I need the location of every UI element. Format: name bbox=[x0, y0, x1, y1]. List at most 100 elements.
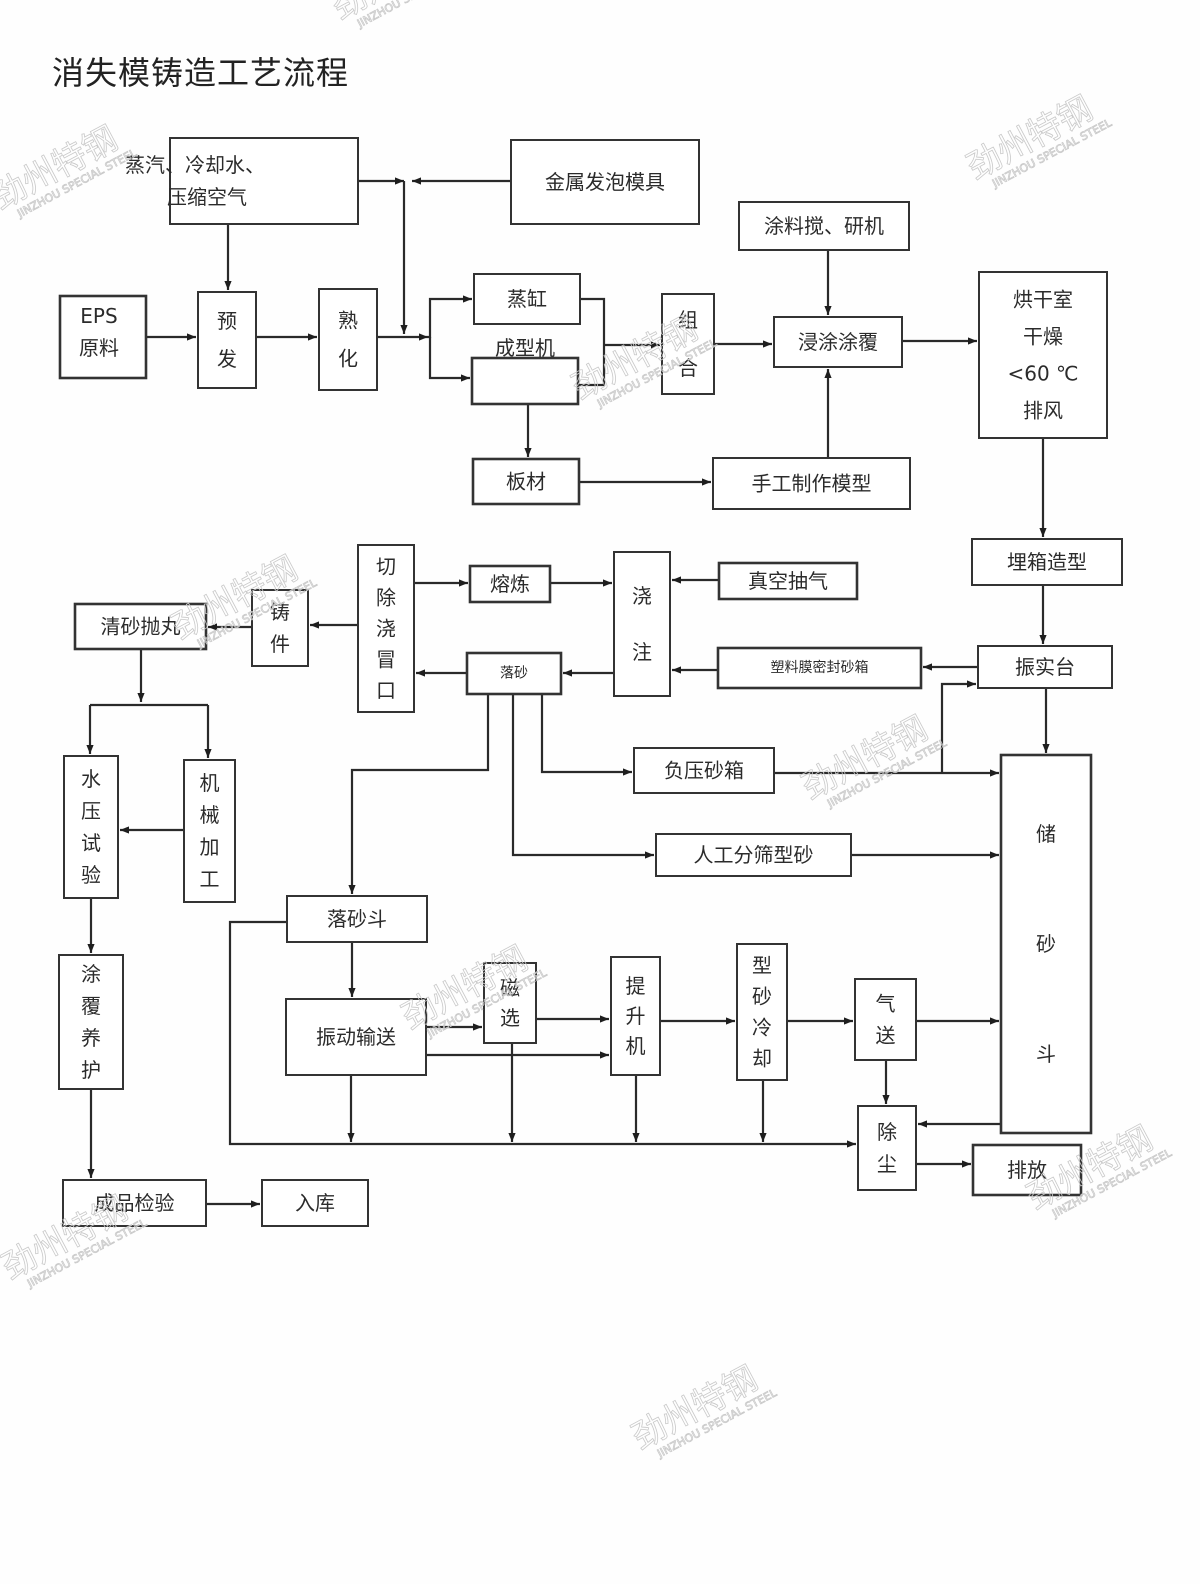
node-label: 组 bbox=[678, 308, 698, 332]
node-label: 气 bbox=[876, 992, 896, 1016]
node-label: 机 bbox=[200, 771, 220, 795]
node-box bbox=[63, 755, 119, 899]
node-shot-blast: 清砂抛丸 bbox=[73, 602, 208, 651]
node-label: 压缩空气 bbox=[167, 185, 247, 209]
node-label: 金属发泡模具 bbox=[545, 170, 665, 194]
node-label: 铸 bbox=[270, 600, 290, 624]
node-box bbox=[483, 962, 537, 1044]
node-label: 蒸汽、冷却水、 bbox=[125, 153, 265, 177]
node-sand-hopper: 落砂斗 bbox=[286, 895, 428, 943]
node-casting: 铸件 bbox=[251, 589, 309, 667]
node-label: 化 bbox=[338, 347, 358, 371]
node-box bbox=[717, 561, 859, 601]
node-box-molding: 埋箱造型 bbox=[971, 538, 1123, 586]
node-label: <60 ℃ bbox=[1007, 362, 1078, 386]
node-label: 械 bbox=[200, 803, 220, 827]
node-label: 冷 bbox=[752, 1016, 772, 1040]
node-box bbox=[716, 646, 923, 690]
node-label: 压 bbox=[81, 799, 101, 823]
edge-shakeout-to-hopper bbox=[348, 694, 490, 894]
node-label: 落砂 bbox=[500, 666, 528, 682]
node-label: 水 bbox=[81, 767, 101, 791]
node-label: 送 bbox=[876, 1024, 896, 1048]
node-box bbox=[58, 954, 124, 1090]
node-label: 工 bbox=[200, 867, 220, 891]
node-box bbox=[468, 564, 552, 604]
node-discharge: 排放 bbox=[971, 1143, 1083, 1197]
edge-negpressure-to-vibtable bbox=[940, 680, 976, 773]
edge-shakeout-to-negpressure bbox=[540, 694, 632, 776]
node-handmade: 手工制作模型 bbox=[712, 457, 911, 510]
node-box bbox=[633, 747, 775, 794]
node-box bbox=[58, 294, 148, 380]
node-shakeout: 落砂 bbox=[465, 651, 563, 696]
node-label: 蒸缸 bbox=[507, 287, 547, 311]
edge-molding-out bbox=[578, 345, 606, 387]
node-label: 发 bbox=[217, 347, 237, 371]
node-molding-machine: 成型机 bbox=[470, 336, 580, 406]
node-label: 板材 bbox=[506, 470, 546, 494]
node-label: 型 bbox=[752, 954, 772, 978]
node-sand-storage: 储砂斗 bbox=[999, 753, 1093, 1135]
node-label: EPS bbox=[80, 304, 117, 328]
node-label: 涂料搅、研机 bbox=[764, 214, 884, 238]
node-box bbox=[738, 201, 910, 251]
node-curing: 熟化 bbox=[318, 288, 378, 391]
node-pre-expand: 预发 bbox=[197, 291, 257, 389]
node-box bbox=[510, 139, 700, 225]
node-label: 切 bbox=[376, 555, 396, 579]
node-label: 养 bbox=[81, 1026, 101, 1050]
node-box bbox=[73, 602, 208, 651]
node-box bbox=[183, 759, 236, 903]
node-label: 烘干室 bbox=[1013, 288, 1073, 312]
node-box bbox=[773, 316, 903, 368]
node-box bbox=[655, 833, 852, 877]
node-plastic-film: 塑料膜密封砂箱 bbox=[716, 646, 923, 690]
node-box bbox=[971, 538, 1123, 586]
node-label: 储 bbox=[1036, 822, 1056, 846]
edge-split-to-steamcyl bbox=[428, 295, 472, 339]
node-manual-screen: 人工分筛型砂 bbox=[655, 833, 852, 877]
node-label: 排放 bbox=[1007, 1158, 1047, 1182]
node-box bbox=[857, 1105, 917, 1191]
node-label: 斗 bbox=[1036, 1042, 1056, 1066]
node-label: 合 bbox=[678, 356, 698, 380]
node-label: 负压砂箱 bbox=[664, 759, 744, 783]
node-box bbox=[661, 293, 715, 395]
node-label: 件 bbox=[270, 632, 290, 656]
node-box bbox=[854, 978, 917, 1061]
node-label: 砂 bbox=[1036, 932, 1056, 956]
edge-steamcyl-out bbox=[580, 297, 606, 345]
node-box bbox=[470, 356, 580, 406]
node-label: 熔炼 bbox=[490, 572, 530, 596]
node-label: 手工制作模型 bbox=[752, 472, 872, 496]
page-title: 消失模铸造工艺流程 bbox=[52, 54, 350, 92]
edge-shakeout-to-screen bbox=[511, 694, 654, 859]
node-steam-cyl: 蒸缸 bbox=[473, 273, 581, 325]
node-box bbox=[971, 1143, 1083, 1197]
node-dust-removal: 除尘 bbox=[857, 1105, 917, 1191]
node-label: 熟 bbox=[338, 309, 358, 333]
node-label: 注 bbox=[632, 640, 652, 664]
node-label: 磁 bbox=[500, 976, 520, 1000]
node-label: 埋箱造型 bbox=[1007, 550, 1087, 574]
node-board: 板材 bbox=[471, 457, 581, 506]
node-label: 浇 bbox=[376, 617, 396, 641]
node-box bbox=[465, 651, 563, 696]
node-box bbox=[251, 589, 309, 667]
node-box bbox=[169, 137, 359, 225]
node-label: 却 bbox=[752, 1047, 772, 1071]
node-box bbox=[62, 1179, 207, 1227]
node-elevator: 提升机 bbox=[610, 956, 661, 1076]
node-box bbox=[610, 956, 661, 1076]
node-label: 覆 bbox=[81, 994, 101, 1018]
node-label: 浸涂涂覆 bbox=[798, 330, 878, 354]
node-box bbox=[978, 271, 1108, 439]
